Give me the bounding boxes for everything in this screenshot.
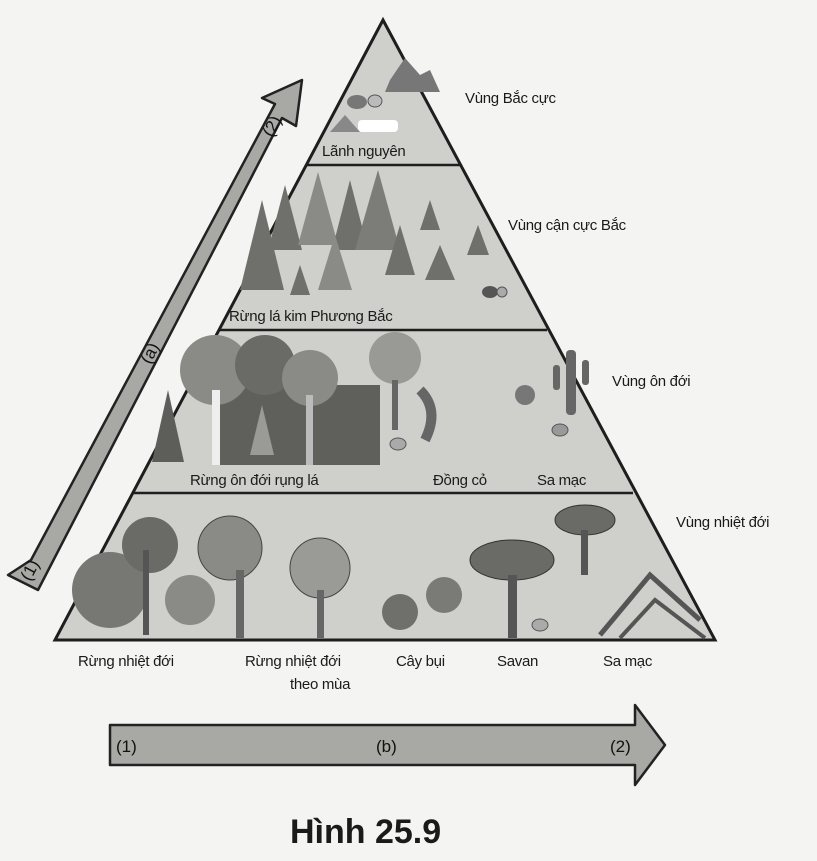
label-boreal-forest: Rừng lá kim Phương Bắc <box>229 308 393 325</box>
arrow-b-label: (b) <box>376 737 397 756</box>
label-seasonal-forest-2: theo mùa <box>290 676 351 693</box>
label-temperate-desert: Sa mạc <box>537 472 587 489</box>
boreal-forest-illustration <box>240 170 508 298</box>
label-savanna: Savan <box>497 653 538 670</box>
arrow-b-start: (1) <box>116 737 137 756</box>
label-tropical-forest: Rừng nhiệt đới <box>78 653 174 670</box>
label-zone-subarctic: Vùng cận cực Bắc <box>508 217 627 234</box>
tundra-illustration <box>330 58 440 132</box>
temperate-illustration <box>152 332 589 465</box>
label-zone-temperate: Vùng ôn đới <box>612 373 690 390</box>
label-zone-tropical: Vùng nhiệt đới <box>676 514 769 531</box>
figure-caption: Hình 25.9 <box>290 813 441 851</box>
label-shrubland: Cây bụi <box>396 653 445 670</box>
label-zone-arctic: Vùng Bắc cực <box>465 90 556 107</box>
label-seasonal-forest-1: Rừng nhiệt đới <box>245 653 341 670</box>
tropical-illustration <box>72 504 707 640</box>
label-tundra: Lãnh nguyên <box>322 143 405 160</box>
arrow-b-end: (2) <box>610 737 631 756</box>
label-tropical-desert: Sa mạc <box>603 653 653 670</box>
label-temperate-forest: Rừng ôn đới rụng lá <box>190 472 319 489</box>
arrow-a <box>6 78 304 592</box>
label-grassland: Đồng cỏ <box>433 472 487 489</box>
arrow-b <box>108 703 667 787</box>
pyramid <box>52 16 718 642</box>
